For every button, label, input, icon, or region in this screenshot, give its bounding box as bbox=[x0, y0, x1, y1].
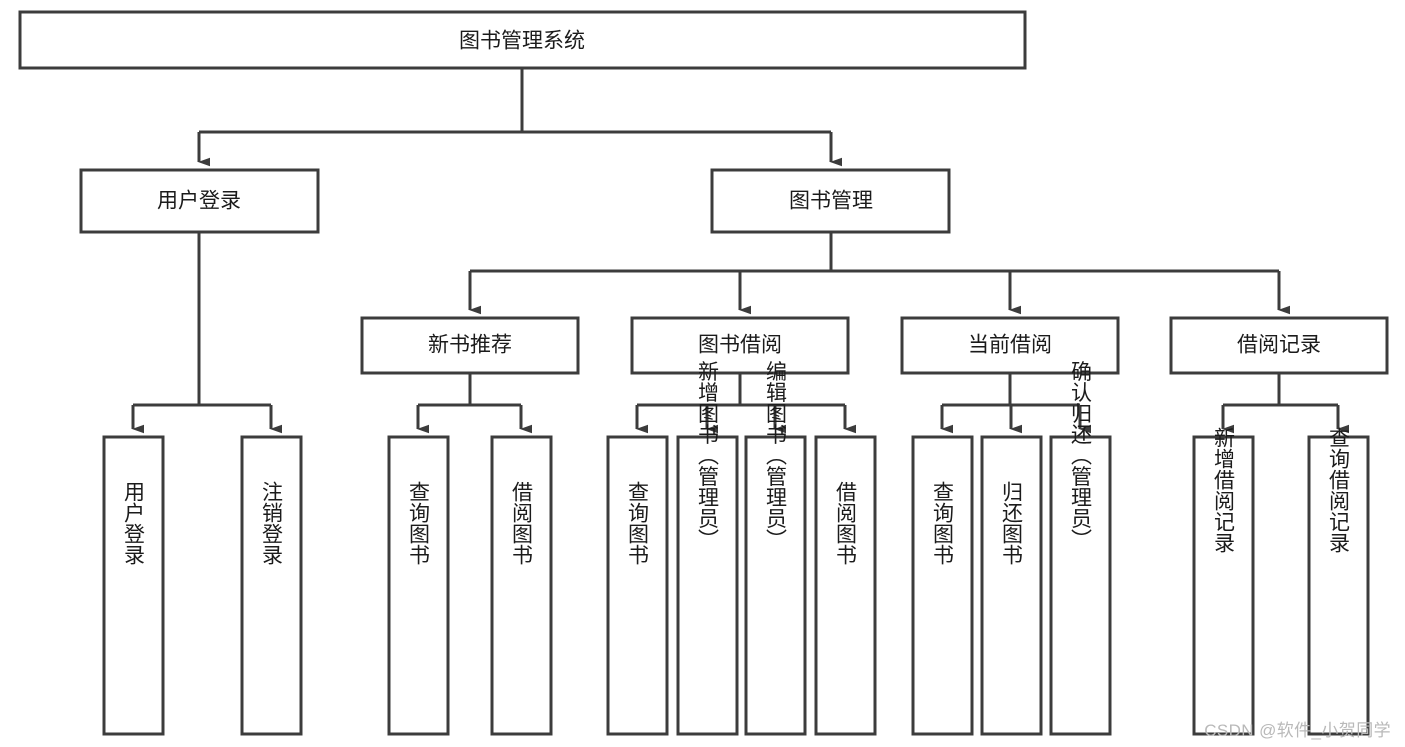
node-leaf-edit-book[interactable]: 编辑图书（管理员） bbox=[744, 361, 807, 736]
node-book-borrow-label: 图书借阅 bbox=[698, 334, 782, 357]
node-current-borrow-box[interactable] bbox=[900, 316, 1120, 375]
node-leaf-query-book-3[interactable]: 查询图书 bbox=[911, 435, 974, 736]
node-leaf-query-book-3-label: 查询图书 bbox=[931, 481, 955, 565]
node-user-login[interactable]: 用户登录 bbox=[79, 168, 320, 234]
node-leaf-borrow-book-1-box[interactable] bbox=[490, 435, 553, 736]
node-leaf-query-record-box[interactable] bbox=[1307, 435, 1370, 736]
node-leaf-query-book-1-box[interactable] bbox=[387, 435, 450, 736]
node-leaf-logout-box[interactable] bbox=[240, 435, 303, 736]
node-book-borrow-box[interactable] bbox=[630, 316, 850, 375]
node-leaf-logout-label: 注销登录 bbox=[260, 481, 284, 565]
node-leaf-query-book-3-box[interactable] bbox=[911, 435, 974, 736]
node-leaf-query-book-1[interactable]: 查询图书 bbox=[387, 435, 450, 736]
node-leaf-logout[interactable]: 注销登录 bbox=[240, 435, 303, 736]
node-leaf-add-record-box[interactable] bbox=[1192, 435, 1255, 736]
node-leaf-query-book-2[interactable]: 查询图书 bbox=[606, 435, 669, 736]
connector-layer bbox=[131, 68, 1349, 434]
node-leaf-add-record-label: 新增借阅记录 bbox=[1212, 427, 1236, 553]
node-new-book-recommend-label: 新书推荐 bbox=[428, 334, 512, 357]
node-root-label: 图书管理系统 bbox=[459, 30, 585, 53]
node-leaf-return-book-label: 归还图书 bbox=[1000, 481, 1024, 565]
node-leaf-add-book-label: 新增图书（管理员） bbox=[696, 361, 720, 550]
node-leaf-borrow-book-1-label: 借阅图书 bbox=[510, 481, 534, 565]
node-book-manage[interactable]: 图书管理 bbox=[710, 168, 951, 234]
node-leaf-user-login-label: 用户登录 bbox=[122, 481, 146, 565]
node-leaf-query-record[interactable]: 查询借阅记录 bbox=[1307, 427, 1370, 736]
node-borrow-record[interactable]: 借阅记录 bbox=[1169, 316, 1389, 375]
node-book-manage-box[interactable] bbox=[710, 168, 951, 234]
node-leaf-borrow-book-2-label: 借阅图书 bbox=[834, 481, 858, 565]
node-leaf-add-book-box[interactable] bbox=[676, 435, 739, 736]
node-borrow-record-box[interactable] bbox=[1169, 316, 1389, 375]
node-leaf-edit-book-label: 编辑图书（管理员） bbox=[764, 361, 788, 550]
node-user-login-label: 用户登录 bbox=[157, 190, 241, 213]
node-leaf-query-book-2-label: 查询图书 bbox=[626, 481, 650, 565]
node-leaf-confirm-return-box[interactable] bbox=[1049, 435, 1112, 736]
node-leaf-confirm-return[interactable]: 确认归还（管理员） bbox=[1049, 361, 1112, 736]
node-leaf-query-record-label: 查询借阅记录 bbox=[1327, 427, 1351, 553]
node-leaf-return-book-box[interactable] bbox=[980, 435, 1043, 736]
node-leaf-confirm-return-label: 确认归还（管理员） bbox=[1069, 361, 1093, 550]
node-book-manage-label: 图书管理 bbox=[789, 190, 873, 213]
node-book-borrow[interactable]: 图书借阅 bbox=[630, 316, 850, 375]
node-leaf-edit-book-box[interactable] bbox=[744, 435, 807, 736]
node-leaf-user-login-box[interactable] bbox=[102, 435, 165, 736]
node-current-borrow-label: 当前借阅 bbox=[968, 334, 1052, 357]
node-new-book-recommend-box[interactable] bbox=[360, 316, 580, 375]
node-user-login-box[interactable] bbox=[79, 168, 320, 234]
node-root-box[interactable] bbox=[18, 10, 1027, 70]
node-new-book-recommend[interactable]: 新书推荐 bbox=[360, 316, 580, 375]
node-leaf-query-book-1-label: 查询图书 bbox=[407, 481, 431, 565]
node-current-borrow[interactable]: 当前借阅 bbox=[900, 316, 1120, 375]
node-leaf-borrow-book-2[interactable]: 借阅图书 bbox=[814, 435, 877, 736]
node-leaf-user-login[interactable]: 用户登录 bbox=[102, 435, 165, 736]
node-root[interactable]: 图书管理系统 bbox=[18, 10, 1027, 70]
node-borrow-record-label: 借阅记录 bbox=[1237, 334, 1321, 357]
node-leaf-borrow-book-1[interactable]: 借阅图书 bbox=[490, 435, 553, 736]
node-leaf-query-book-2-box[interactable] bbox=[606, 435, 669, 736]
node-leaf-add-record[interactable]: 新增借阅记录 bbox=[1192, 427, 1255, 736]
node-leaf-borrow-book-2-box[interactable] bbox=[814, 435, 877, 736]
node-leaf-return-book[interactable]: 归还图书 bbox=[980, 435, 1043, 736]
node-leaf-add-book[interactable]: 新增图书（管理员） bbox=[676, 361, 739, 736]
